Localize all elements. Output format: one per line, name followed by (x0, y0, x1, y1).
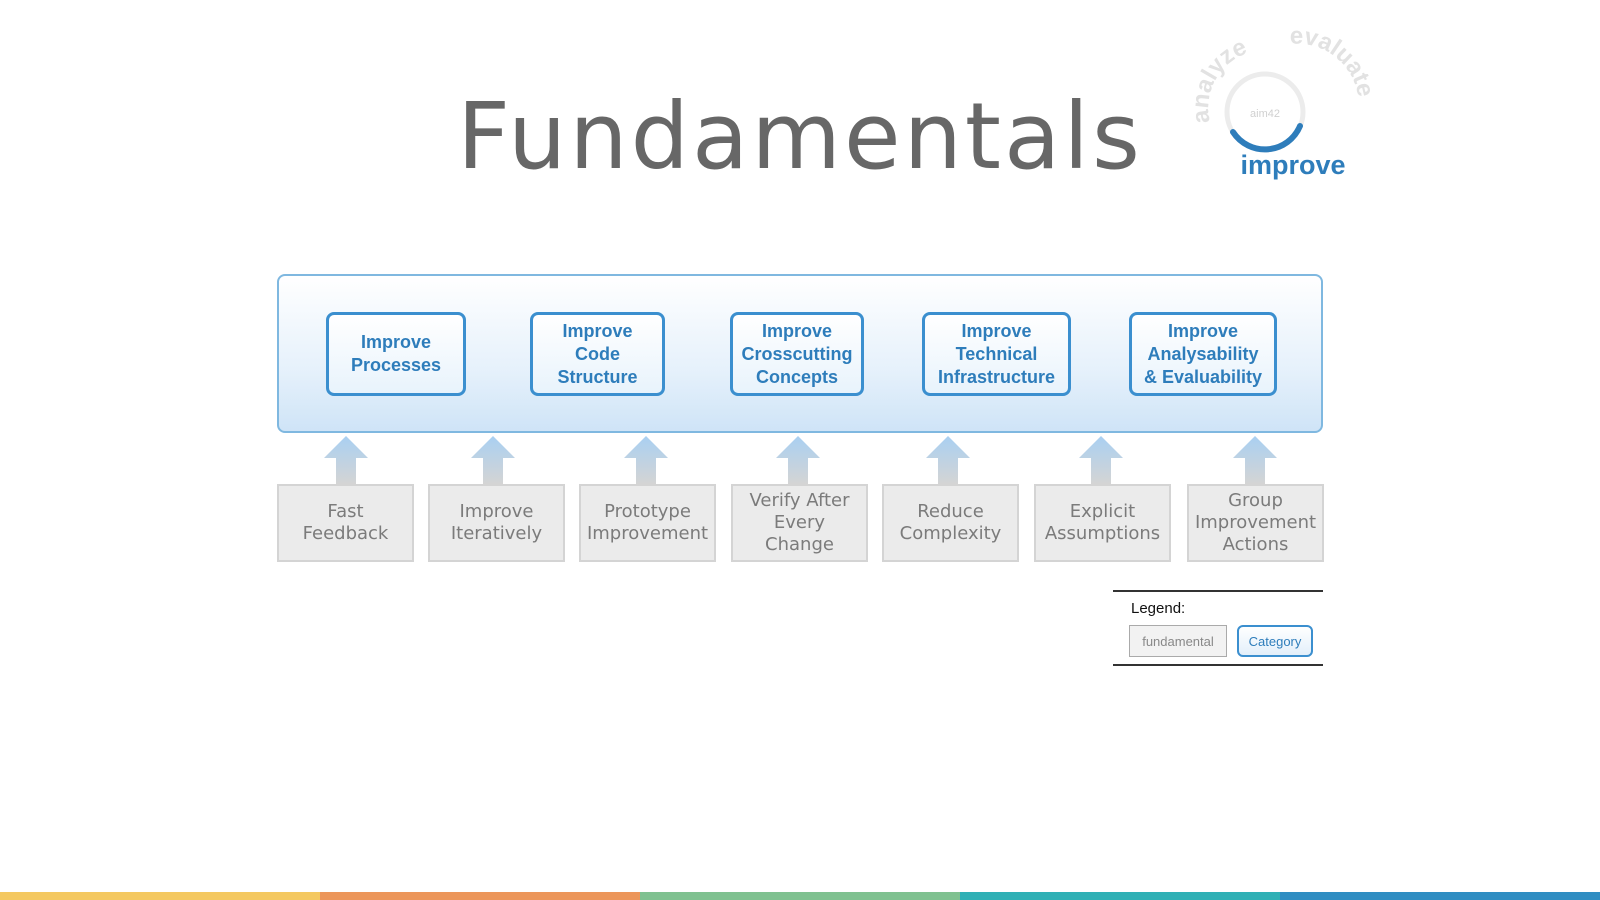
fundamental-group-improvement-actions: Group Improvement Actions (1187, 484, 1324, 562)
legend-category-swatch: Category (1237, 625, 1313, 657)
fundamental-label: Reduce Complexity (899, 501, 1002, 544)
logo-arc-right: evaluate (1290, 23, 1379, 100)
logo-center-text: aim42 (1250, 108, 1280, 120)
legend-fundamental-swatch: fundamental (1129, 625, 1227, 657)
aim42-logo: analyze evaluate aim42 improve (1187, 23, 1398, 190)
fundamental-label: Fast Feedback (302, 501, 389, 544)
up-arrow-icon (1233, 436, 1277, 484)
category-label: Improve Crosscutting Concepts (741, 320, 853, 387)
category-improve-analysability-evaluability: Improve Analysability & Evaluability (1129, 312, 1277, 396)
category-improve-technical-infrastructure: Improve Technical Infrastructure (922, 312, 1071, 396)
category-improve-crosscutting-concepts: Improve Crosscutting Concepts (730, 312, 864, 396)
cycle-icon: analyze evaluate aim42 (1187, 23, 1379, 153)
up-arrow-icon (471, 436, 515, 484)
slide-title: Fundamentals (457, 83, 1143, 190)
up-arrow-icon (926, 436, 970, 484)
logo-word: improve (1240, 150, 1346, 180)
logo-arc-left: analyze (1187, 33, 1251, 125)
footer-stripe-blue (1280, 892, 1600, 900)
fundamental-verify-after-every-change: Verify After Every Change (731, 484, 868, 562)
fundamental-prototype-improvement: Prototype Improvement (579, 484, 716, 562)
footer-stripe-teal (960, 892, 1280, 900)
fundamental-fast-feedback: Fast Feedback (277, 484, 414, 562)
category-label: Improve Processes (350, 332, 442, 375)
footer-stripe-yellow (0, 892, 320, 900)
svg-text:evaluate: evaluate (1290, 30, 1379, 99)
category-label: Improve Analysability & Evaluability (1143, 320, 1263, 387)
fundamental-improve-iteratively: Improve Iteratively (428, 484, 565, 562)
category-label: Improve Code Structure (557, 320, 638, 387)
fundamental-explicit-assumptions: Explicit Assumptions (1034, 484, 1171, 562)
up-arrow-icon (324, 436, 368, 484)
category-label: Improve Technical Infrastructure (937, 320, 1056, 387)
category-improve-code-structure: Improve Code Structure (530, 312, 665, 396)
fundamental-label: Verify After Every Change (749, 490, 850, 555)
footer-stripe-green (640, 892, 960, 900)
legend: Legend: fundamental Category (1113, 590, 1323, 666)
legend-title: Legend: (1131, 600, 1186, 617)
fundamental-label: Improve Iteratively (450, 501, 543, 544)
fundamental-label: Group Improvement Actions (1194, 490, 1317, 555)
up-arrow-icon (624, 436, 668, 484)
svg-text:analyze: analyze (1188, 33, 1251, 125)
up-arrow-icon (1079, 436, 1123, 484)
fundamental-label: Prototype Improvement (586, 501, 709, 544)
footer-stripe-orange (320, 892, 640, 900)
fundamental-label: Explicit Assumptions (1044, 501, 1161, 544)
category-improve-processes: Improve Processes (326, 312, 466, 396)
up-arrow-icon (776, 436, 820, 484)
fundamental-reduce-complexity: Reduce Complexity (882, 484, 1019, 562)
